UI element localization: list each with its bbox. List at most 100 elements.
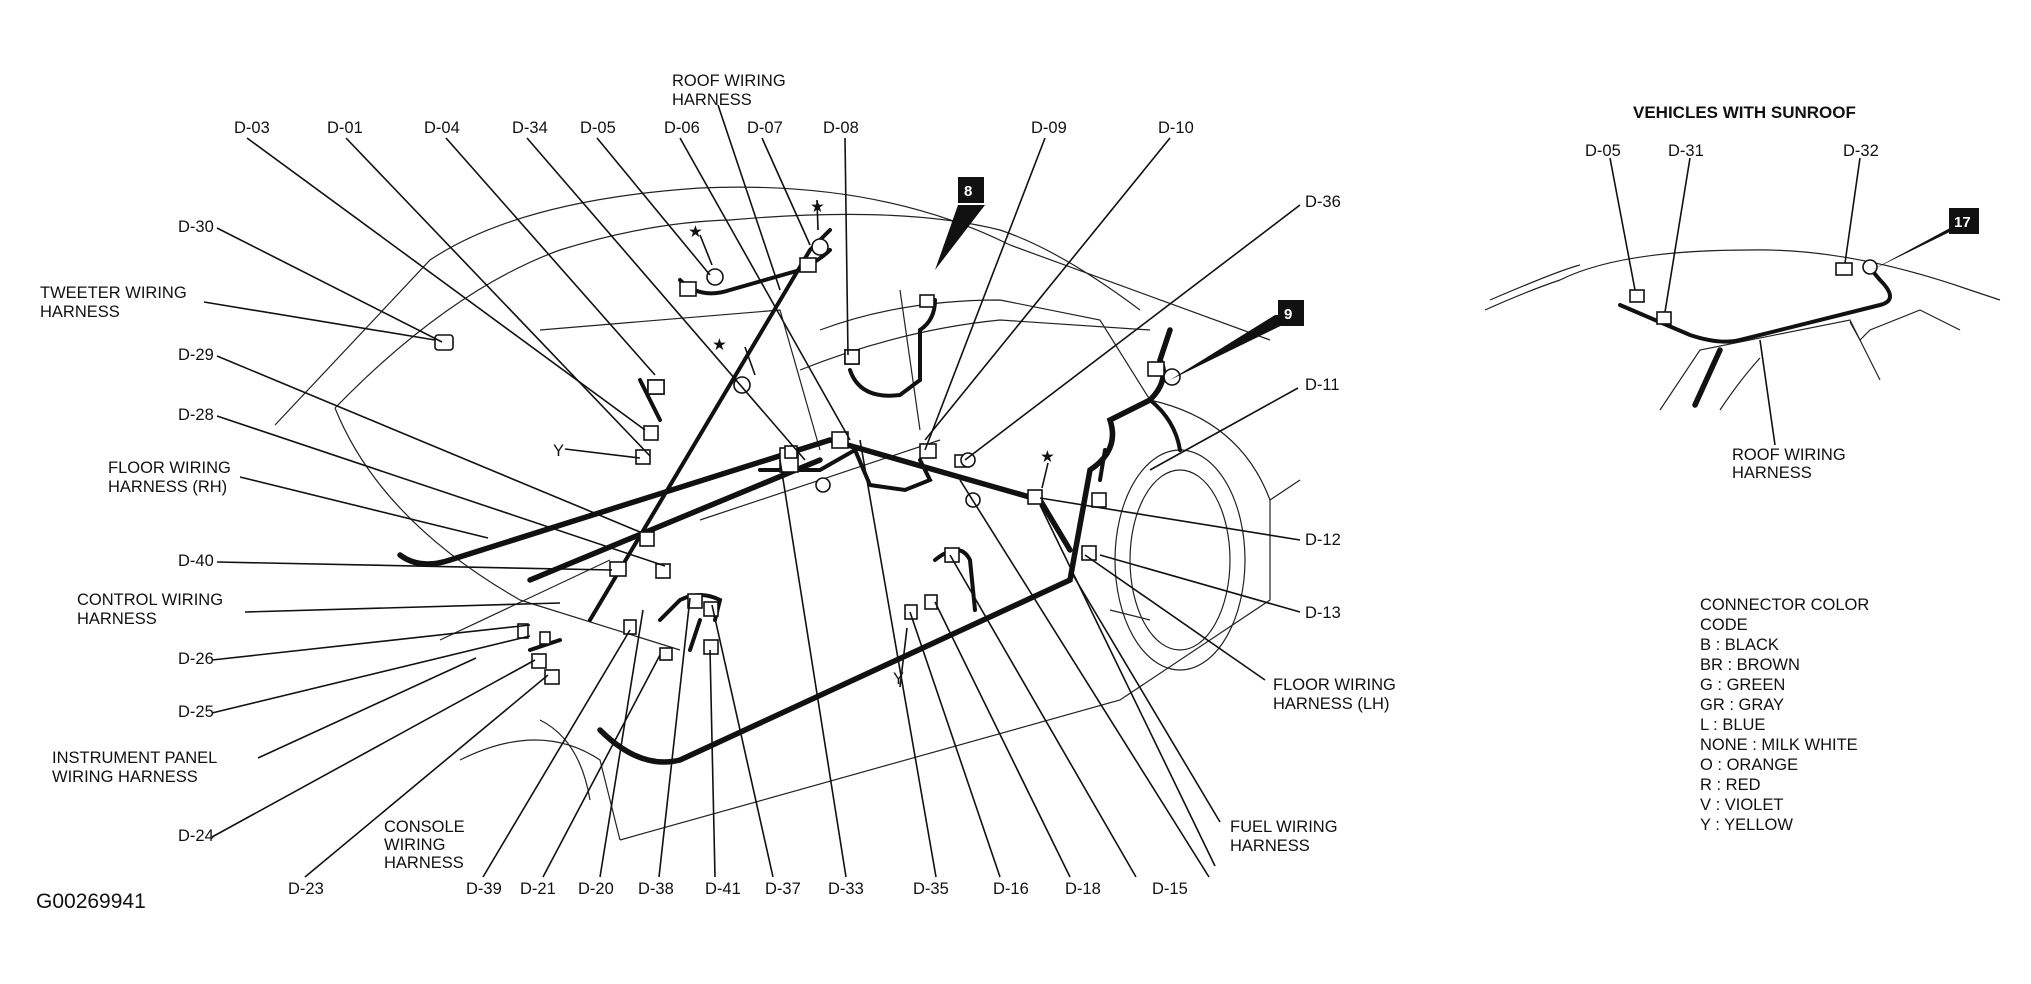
label-d03: D-03 (234, 119, 270, 137)
svg-text:8: 8 (964, 183, 972, 200)
leader-lines (203, 104, 1301, 878)
svg-text:ROOF WIRING: ROOF WIRING (672, 72, 786, 90)
star-icon: ★ (1040, 448, 1055, 466)
label-d13: D-13 (1305, 604, 1341, 622)
label-d04: D-04 (424, 119, 460, 137)
harness-label-floor-lh: FLOOR WIRING HARNESS (LH) (1273, 676, 1396, 713)
label-d30: D-30 (178, 218, 214, 236)
label-d09: D-09 (1031, 119, 1067, 137)
y-marker: Y (893, 670, 904, 688)
sunroof-inset: VEHICLES WITH SUNROOF D-05 D-31 D-32 ROO… (1484, 103, 2001, 482)
svg-text:HARNESS: HARNESS (40, 303, 120, 321)
label-d39: D-39 (466, 880, 502, 898)
svg-text:NONE : MILK WHITE: NONE : MILK WHITE (1700, 736, 1858, 754)
label-d07: D-07 (747, 119, 783, 137)
label-d10: D-10 (1158, 119, 1194, 137)
star-icon: ★ (688, 223, 703, 241)
svg-text:FUEL WIRING: FUEL WIRING (1230, 818, 1338, 836)
label-d29: D-29 (178, 346, 214, 364)
right-labels: D-36 D-11 D-12 D-13 (1305, 193, 1341, 622)
label-d12: D-12 (1305, 531, 1341, 549)
svg-text:HARNESS: HARNESS (672, 91, 752, 109)
label-d05: D-05 (580, 119, 616, 137)
label-d34: D-34 (512, 119, 548, 137)
label-d33: D-33 (828, 880, 864, 898)
figure-id: G00269941 (36, 890, 146, 913)
svg-text:G : GREEN: G : GREEN (1700, 676, 1785, 694)
label-d24: D-24 (178, 827, 214, 845)
sunroof-label-d31: D-31 (1668, 142, 1704, 160)
label-d08: D-08 (823, 119, 859, 137)
svg-text:B : BLACK: B : BLACK (1700, 636, 1779, 654)
label-d38: D-38 (638, 880, 674, 898)
harness-label-tweeter: TWEETER WIRING HARNESS (40, 284, 187, 321)
harness-label-control: CONTROL WIRING HARNESS (77, 591, 223, 628)
label-d11: D-11 (1305, 376, 1340, 394)
label-d28: D-28 (178, 406, 214, 424)
svg-text:L : BLUE: L : BLUE (1700, 716, 1765, 734)
badge-9: 9 (1170, 300, 1304, 380)
svg-text:WIRING: WIRING (384, 836, 445, 854)
svg-text:CONNECTOR COLOR: CONNECTOR COLOR (1700, 596, 1869, 614)
bottom-labels: D-23 D-39 D-21 D-20 D-38 D-41 D-37 D-33 … (288, 880, 1188, 898)
badge-17: 17 (1872, 208, 1979, 270)
label-d23: D-23 (288, 880, 324, 898)
svg-text:17: 17 (1954, 214, 1971, 231)
svg-text:HARNESS: HARNESS (384, 854, 464, 872)
label-d01: D-01 (327, 119, 363, 137)
label-d41: D-41 (705, 880, 741, 898)
label-d36: D-36 (1305, 193, 1341, 211)
label-d06: D-06 (664, 119, 700, 137)
svg-text:TWEETER WIRING: TWEETER WIRING (40, 284, 187, 302)
svg-text:HARNESS (LH): HARNESS (LH) (1273, 695, 1389, 713)
top-labels: D-03 D-01 D-04 D-34 D-05 D-06 D-07 D-08 … (234, 119, 1194, 137)
label-d15: D-15 (1152, 880, 1188, 898)
svg-text:WIRING HARNESS: WIRING HARNESS (52, 768, 198, 786)
svg-text:GR : GRAY: GR : GRAY (1700, 696, 1784, 714)
sunroof-harness-label: ROOF WIRING (1732, 446, 1846, 464)
svg-text:V : VIOLET: V : VIOLET (1700, 796, 1783, 814)
label-d26: D-26 (178, 650, 214, 668)
badge-8: 8 (935, 177, 985, 270)
svg-text:CODE: CODE (1700, 616, 1748, 634)
star-markers: ★ ★ ★ ★ (688, 198, 1055, 466)
label-d25: D-25 (178, 703, 214, 721)
svg-text:9: 9 (1284, 306, 1292, 323)
harness-label-console: CONSOLE WIRING HARNESS (384, 818, 465, 872)
harness-label-roof: ROOF WIRING HARNESS (672, 72, 786, 109)
label-d40: D-40 (178, 552, 214, 570)
label-d20: D-20 (578, 880, 614, 898)
svg-text:R : RED: R : RED (1700, 776, 1761, 794)
svg-text:Y : YELLOW: Y : YELLOW (1700, 816, 1793, 834)
harness-lines (397, 228, 1182, 765)
harness-label-floor-rh: FLOOR WIRING HARNESS (RH) (108, 459, 231, 496)
harness-label-instrument-panel: INSTRUMENT PANEL WIRING HARNESS (52, 749, 217, 786)
star-icon: ★ (712, 336, 727, 354)
svg-text:FLOOR WIRING: FLOOR WIRING (108, 459, 231, 477)
harness-label-fuel: FUEL WIRING HARNESS (1230, 818, 1338, 855)
svg-text:HARNESS (RH): HARNESS (RH) (108, 478, 227, 496)
connector-symbols (434, 238, 1181, 685)
color-code-legend: CONNECTOR COLOR CODE B : BLACK BR : BROW… (1700, 596, 1869, 834)
sunroof-label-d32: D-32 (1843, 142, 1879, 160)
label-d18: D-18 (1065, 880, 1101, 898)
svg-text:HARNESS: HARNESS (1230, 837, 1310, 855)
sunroof-label-d05: D-05 (1585, 142, 1621, 160)
label-d16: D-16 (993, 880, 1029, 898)
star-icon: ★ (810, 198, 825, 216)
svg-text:CONTROL WIRING: CONTROL WIRING (77, 591, 223, 609)
sunroof-harness-label-2: HARNESS (1732, 464, 1812, 482)
label-d21: D-21 (520, 880, 556, 898)
left-labels: D-30 D-29 D-28 D-40 D-26 D-25 D-24 (178, 218, 214, 845)
y-marker: Y (553, 442, 564, 460)
label-d37: D-37 (765, 880, 801, 898)
label-d35: D-35 (913, 880, 949, 898)
svg-text:O : ORANGE: O : ORANGE (1700, 756, 1798, 774)
svg-text:HARNESS: HARNESS (77, 610, 157, 628)
svg-text:FLOOR WIRING: FLOOR WIRING (1273, 676, 1396, 694)
svg-text:INSTRUMENT PANEL: INSTRUMENT PANEL (52, 749, 217, 767)
svg-text:CONSOLE: CONSOLE (384, 818, 465, 836)
svg-text:BR : BROWN: BR : BROWN (1700, 656, 1800, 674)
